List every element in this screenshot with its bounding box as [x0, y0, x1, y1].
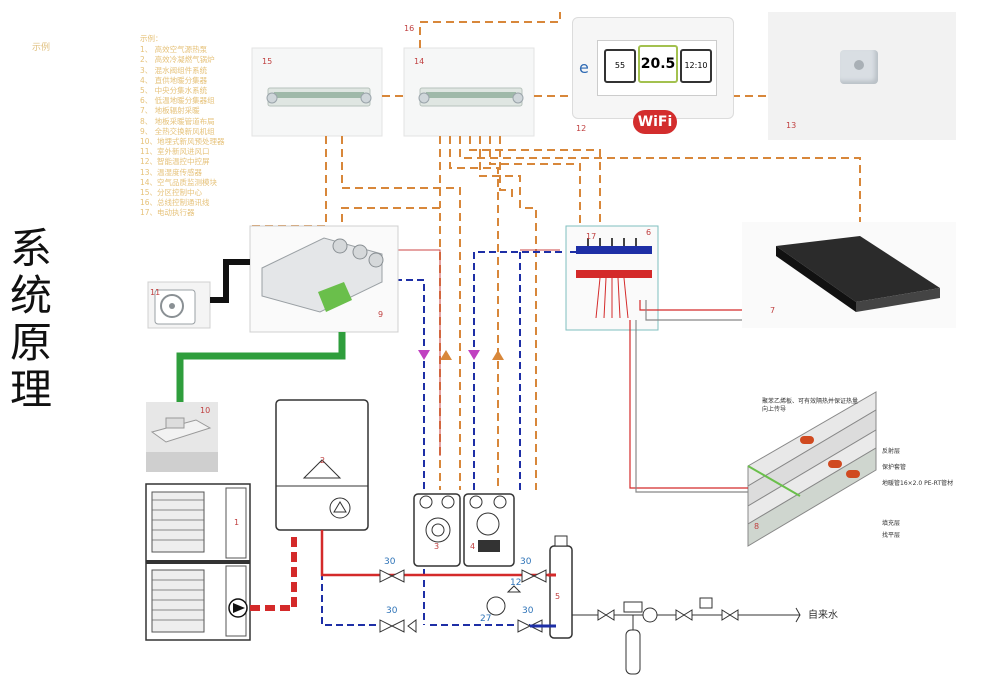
outdoor-air-intake-11	[147, 281, 211, 329]
floor-callout: 填充层	[882, 520, 901, 527]
title-char: 统	[10, 271, 53, 320]
label-13: 13	[786, 121, 797, 130]
valve-label: 12	[510, 578, 522, 588]
radiant-floor-panel-7	[742, 222, 956, 328]
water-inlet-label: 自来水	[808, 610, 838, 621]
buffer-tank-5	[549, 535, 573, 639]
valve-label: 30	[384, 557, 396, 567]
manifold-6	[565, 225, 659, 331]
valve-label: 30	[522, 606, 534, 616]
label-15: 15	[262, 57, 273, 66]
label-2: 2	[320, 456, 326, 465]
floor-callout: 反射层	[882, 448, 901, 455]
valves	[379, 569, 547, 633]
legend-item: 2、 高效冷凝燃气锅炉	[140, 55, 215, 65]
label-9: 9	[378, 310, 384, 319]
legend: 示例： 1、 高效空气源热泵 2、 高效冷凝燃气锅炉 3、 混水阀组件系统 4、…	[140, 34, 270, 219]
valve-label: 27	[480, 614, 492, 624]
label-17: 17	[586, 232, 597, 241]
zone-controller-15	[251, 47, 383, 137]
thermostat-12: e 55 20.5 12:10 WiFi	[572, 17, 734, 134]
legend-item: 11、室外新风进风口	[140, 147, 210, 157]
legend-item: 3、 混水阀组件系统	[140, 65, 208, 75]
thermostat-screen: 55 20.5 12:10	[597, 40, 717, 96]
flow-arrow-down	[468, 350, 480, 360]
fresh-air-duct-green	[176, 332, 346, 420]
label-12: 12	[576, 124, 587, 133]
flow-arrow-up	[492, 350, 504, 360]
legend-item: 9、 全热交换新风机组	[140, 126, 215, 136]
title-char: 原	[10, 318, 53, 367]
valve-label: 30	[386, 606, 398, 616]
label-8: 8	[754, 522, 760, 531]
legend-heading: 示例：	[140, 34, 163, 43]
legend-item: 15、分区控制中心	[140, 188, 203, 198]
legend-item: 13、温湿度传感器	[140, 167, 203, 177]
wifi-badge: WiFi	[633, 110, 677, 134]
page-title: 系 统 原 理	[10, 225, 62, 413]
thermostat-tile-left[interactable]: 55	[604, 49, 636, 83]
inlet-components	[597, 597, 801, 675]
fresh-air-duct-black	[210, 259, 250, 303]
flow-arrow-down	[418, 350, 430, 360]
flow-arrow-up	[440, 350, 452, 360]
legend-item: 7、 地板辐射采暖	[140, 106, 200, 116]
legend-item: 10、地埋式新风预处理器	[140, 137, 225, 147]
ground-pretreatment-10	[146, 402, 218, 472]
label-5: 5	[555, 592, 561, 601]
heat-pump-supply-line	[250, 532, 297, 611]
legend-item: 6、 低温地暖分集器组	[140, 96, 215, 106]
legend-item: 16、总线控制通讯线	[140, 198, 210, 208]
thermostat-temperature: 20.5	[638, 45, 678, 83]
label-6: 6	[646, 228, 652, 237]
hot-supply-line	[320, 530, 548, 577]
thermostat-tile-right[interactable]: 12:10	[680, 49, 712, 83]
legend-item: 17、电动执行器	[140, 208, 195, 218]
sensor-box-icon	[840, 50, 878, 84]
legend-item: 12、智能温控中控屏	[140, 157, 210, 167]
legend-item: 8、 地板采暖管道布局	[140, 116, 215, 126]
label-16: 16	[404, 24, 415, 33]
control-bus-lines	[250, 12, 861, 490]
mixing-group-3	[413, 493, 461, 567]
legend-item: 14、空气品质监测模块	[140, 177, 218, 187]
label-1: 1	[234, 518, 240, 527]
humidity-sensor-13	[768, 12, 956, 140]
legend-item: 1、 高效空气源热泵	[140, 45, 208, 55]
label-11: 11	[150, 288, 161, 297]
floor-section-8	[747, 391, 877, 547]
direct-manifold-4	[463, 493, 515, 567]
fresh-air-unit-9	[249, 225, 399, 333]
corner-tag: 示例	[32, 43, 51, 53]
floor-callout: 地暖管16×2.0 PE-RT管材	[882, 480, 954, 487]
title-char: 理	[10, 365, 53, 414]
air-quality-module-14	[403, 47, 535, 137]
label-4: 4	[470, 542, 476, 551]
label-7: 7	[770, 306, 776, 315]
label-14: 14	[414, 57, 425, 66]
floor-callout: 找平层	[882, 532, 901, 539]
legend-item: 5、 中央分集水系统	[140, 86, 208, 96]
floor-note: 聚苯乙烯板、可有效隔热并保证热量向上传导	[762, 398, 859, 413]
floor-callout: 保护套管	[882, 464, 907, 471]
title-char: 系	[10, 224, 53, 273]
boiler-2	[275, 399, 369, 531]
label-10: 10	[200, 406, 211, 415]
valve-label: 30	[520, 557, 532, 567]
legend-item: 4、 直供地暖分集器	[140, 75, 208, 85]
label-3: 3	[434, 542, 440, 551]
brand-logo: e	[579, 58, 589, 77]
